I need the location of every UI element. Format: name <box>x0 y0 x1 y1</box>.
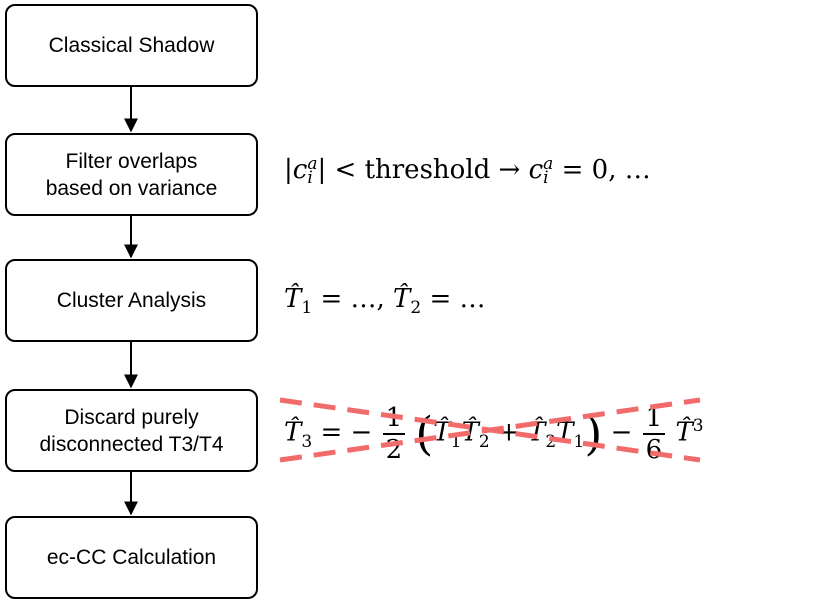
fraction-sixth: 1 6 <box>642 403 666 465</box>
step-label-line2: based on variance <box>45 176 218 200</box>
threshold-word: threshold <box>364 155 491 185</box>
step-label-line1: Discard purely <box>64 405 199 429</box>
power-exponent: 3 <box>692 416 704 436</box>
step-label-line1: Filter overlaps <box>65 149 198 173</box>
step-filter-overlaps: Filter overlaps based on variance <box>5 133 258 216</box>
step-label: Classical Shadow <box>48 34 215 57</box>
filter-ellipsis: … <box>624 155 651 185</box>
step-label-line2: disconnected T3/T4 <box>39 432 224 456</box>
step-label: ec-CC Calculation <box>46 546 217 569</box>
step-label: Cluster Analysis <box>56 289 207 312</box>
cluster-ellipsis-2: … <box>459 284 486 314</box>
step-classical-shadow: Classical Shadow <box>5 4 258 87</box>
step-ec-cc-calculation: ec-CC Calculation <box>5 516 258 599</box>
filter-value: 0 <box>591 155 609 185</box>
cluster-equation: T̂1 = …, T̂2 = … <box>284 284 486 319</box>
cluster-ellipsis-1: … <box>350 284 377 314</box>
step-cluster-analysis: Cluster Analysis <box>5 259 258 342</box>
step-discard-disconnected: Discard purely disconnected T3/T4 <box>5 389 258 472</box>
discard-equation: T̂3 = − 1 2 (T̂1T̂2 + T̂2T̂1) − 1 6 T̂3 <box>284 402 704 465</box>
fraction-half: 1 2 <box>382 403 406 465</box>
